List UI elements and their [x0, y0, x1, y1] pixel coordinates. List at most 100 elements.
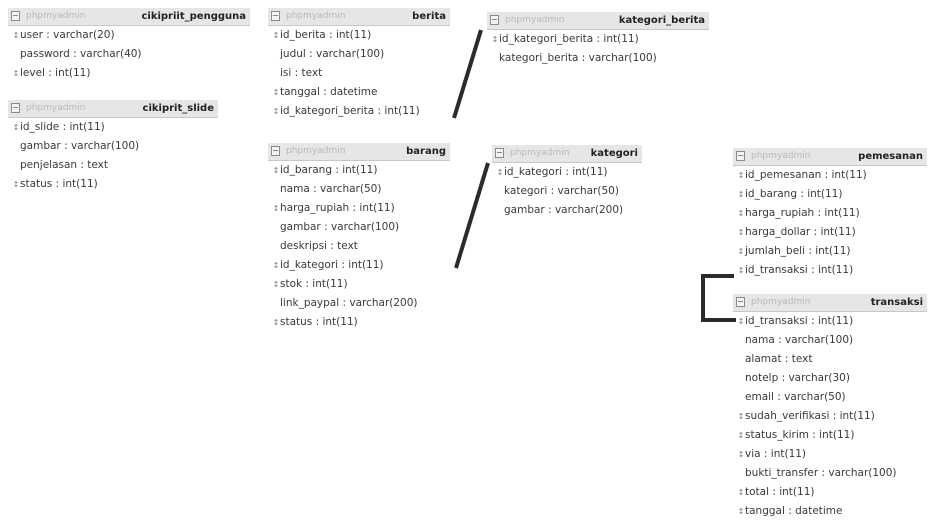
- column-text: jumlah_beli : int(11): [745, 245, 851, 257]
- column-row[interactable]: nama : varchar(50): [268, 180, 450, 199]
- column-row[interactable]: ↕status : int(11): [268, 313, 450, 332]
- table-name: cikipriit_pengguna: [141, 11, 246, 22]
- column-text: tanggal : datetime: [280, 86, 378, 98]
- column-row[interactable]: ↕harga_rupiah : int(11): [268, 199, 450, 218]
- column-row[interactable]: password : varchar(40): [8, 45, 250, 64]
- column-row[interactable]: penjelasan : text: [8, 156, 218, 175]
- table-kategori[interactable]: phpmyadmin kategori ↕id_kategori : int(1…: [492, 145, 642, 220]
- table-header[interactable]: phpmyadmin cikiprit_slide: [8, 100, 218, 118]
- column-row[interactable]: ↕status : int(11): [8, 175, 218, 194]
- column-row[interactable]: alamat : text: [733, 350, 927, 369]
- column-row[interactable]: gambar : varchar(200): [492, 201, 642, 220]
- table-header[interactable]: phpmyadmin berita: [268, 8, 450, 26]
- table-icon: [271, 146, 280, 156]
- column-row[interactable]: notelp : varchar(30): [733, 369, 927, 388]
- column-row[interactable]: ↕via : int(11): [733, 445, 927, 464]
- column-row[interactable]: ↕id_slide : int(11): [8, 118, 218, 137]
- column-text: link_paypal : varchar(200): [280, 297, 418, 309]
- column-row[interactable]: ↕tanggal : datetime: [733, 502, 927, 521]
- column-marker-icon: ↕: [737, 431, 745, 440]
- column-row[interactable]: ↕level : int(11): [8, 64, 250, 83]
- column-marker-icon: ↕: [496, 168, 504, 177]
- table-name: barang: [406, 146, 446, 157]
- column-row[interactable]: ↕id_kategori : int(11): [268, 256, 450, 275]
- column-row[interactable]: link_paypal : varchar(200): [268, 294, 450, 313]
- table-header[interactable]: phpmyadmin cikipriit_pengguna: [8, 8, 250, 26]
- column-marker-icon: ↕: [737, 317, 745, 326]
- column-row[interactable]: ↕id_transaksi : int(11): [733, 312, 927, 331]
- column-row[interactable]: ↕id_pemesanan : int(11): [733, 166, 927, 185]
- table-kategori-berita[interactable]: phpmyadmin kategori_berita ↕id_kategori_…: [487, 12, 709, 68]
- column-row[interactable]: ↕id_kategori_berita : int(11): [268, 102, 450, 121]
- column-text: kategori : varchar(50): [504, 185, 619, 197]
- table-header[interactable]: phpmyadmin kategori: [492, 145, 642, 163]
- column-row[interactable]: ↕id_barang : int(11): [268, 161, 450, 180]
- column-row[interactable]: ↕harga_rupiah : int(11): [733, 204, 927, 223]
- table-icon: [11, 11, 20, 21]
- relation-pemesanan-transaksi: [701, 274, 736, 322]
- table-transaksi[interactable]: phpmyadmin transaksi ↕id_transaksi : int…: [733, 294, 927, 521]
- column-row[interactable]: bukti_transfer : varchar(100): [733, 464, 927, 483]
- column-row[interactable]: gambar : varchar(100): [8, 137, 218, 156]
- column-marker-icon: ↕: [12, 69, 20, 78]
- column-row[interactable]: ↕total : int(11): [733, 483, 927, 502]
- column-text: password : varchar(40): [20, 48, 142, 60]
- column-row[interactable]: gambar : varchar(100): [268, 218, 450, 237]
- column-row[interactable]: ↕tanggal : datetime: [268, 83, 450, 102]
- table-header[interactable]: phpmyadmin barang: [268, 143, 450, 161]
- column-row[interactable]: kategori : varchar(50): [492, 182, 642, 201]
- table-cikipriit-pengguna[interactable]: phpmyadmin cikipriit_pengguna ↕user : va…: [8, 8, 250, 83]
- column-row[interactable]: nama : varchar(100): [733, 331, 927, 350]
- column-row[interactable]: ↕user : varchar(20): [8, 26, 250, 45]
- table-pemesanan[interactable]: phpmyadmin pemesanan ↕id_pemesanan : int…: [733, 148, 927, 280]
- column-list: ↕id_transaksi : int(11)nama : varchar(10…: [733, 312, 927, 521]
- column-text: harga_dollar : int(11): [745, 226, 856, 238]
- database-name: phpmyadmin: [286, 11, 346, 21]
- column-text: status : int(11): [20, 178, 98, 190]
- table-name: cikiprit_slide: [142, 103, 214, 114]
- column-text: id_slide : int(11): [20, 121, 105, 133]
- column-row[interactable]: ↕id_kategori_berita : int(11): [487, 30, 709, 49]
- column-row[interactable]: deskripsi : text: [268, 237, 450, 256]
- column-list: ↕user : varchar(20) password : varchar(40…: [8, 26, 250, 83]
- column-text: kategori_berita : varchar(100): [499, 52, 657, 64]
- column-text: status : int(11): [280, 316, 358, 328]
- database-name: phpmyadmin: [26, 103, 86, 113]
- column-text: id_kategori_berita : int(11): [280, 105, 420, 117]
- column-row[interactable]: ↕status_kirim : int(11): [733, 426, 927, 445]
- database-name: phpmyadmin: [510, 148, 570, 158]
- column-marker-icon: ↕: [737, 209, 745, 218]
- column-row[interactable]: ↕id_transaksi : int(11): [733, 261, 927, 280]
- table-icon: [736, 151, 745, 161]
- column-marker-icon: ↕: [272, 204, 280, 213]
- column-marker-icon: ↕: [12, 123, 20, 132]
- table-header[interactable]: phpmyadmin transaksi: [733, 294, 927, 312]
- table-header[interactable]: phpmyadmin pemesanan: [733, 148, 927, 166]
- database-name: phpmyadmin: [26, 11, 86, 21]
- column-text: bukti_transfer : varchar(100): [745, 467, 897, 479]
- table-barang[interactable]: phpmyadmin barang ↕id_barang : int(11)na…: [268, 143, 450, 332]
- column-row[interactable]: judul : varchar(100): [268, 45, 450, 64]
- column-text: deskripsi : text: [280, 240, 358, 252]
- column-row[interactable]: ↕harga_dollar : int(11): [733, 223, 927, 242]
- column-text: email : varchar(50): [745, 391, 846, 403]
- column-text: via : int(11): [745, 448, 807, 460]
- column-text: id_kategori : int(11): [280, 259, 384, 271]
- column-row[interactable]: ↕stok : int(11): [268, 275, 450, 294]
- column-marker-icon: ↕: [737, 247, 745, 256]
- column-text: gambar : varchar(100): [280, 221, 400, 233]
- column-row[interactable]: email : varchar(50): [733, 388, 927, 407]
- table-cikiprit-slide[interactable]: phpmyadmin cikiprit_slide ↕id_slide : in…: [8, 100, 218, 194]
- column-row[interactable]: isi : text: [268, 64, 450, 83]
- column-marker-icon: ↕: [272, 166, 280, 175]
- column-row[interactable]: ↕id_barang : int(11): [733, 185, 927, 204]
- column-row[interactable]: ↕sudah_verifikasi : int(11): [733, 407, 927, 426]
- column-row[interactable]: ↕id_berita : int(11): [268, 26, 450, 45]
- table-berita[interactable]: phpmyadmin berita ↕id_berita : int(11)ju…: [268, 8, 450, 121]
- column-row[interactable]: ↕jumlah_beli : int(11): [733, 242, 927, 261]
- column-marker-icon: ↕: [737, 266, 745, 275]
- column-row[interactable]: ↕id_kategori : int(11): [492, 163, 642, 182]
- column-row[interactable]: kategori_berita : varchar(100): [487, 49, 709, 68]
- table-header[interactable]: phpmyadmin kategori_berita: [487, 12, 709, 30]
